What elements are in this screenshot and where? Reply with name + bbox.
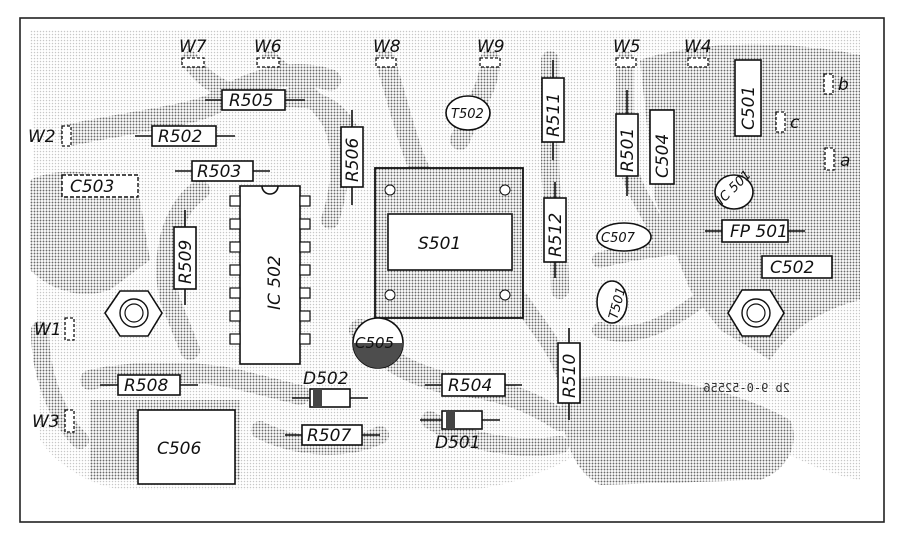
terminal-pads <box>61 57 835 433</box>
terminal-w3: W3 <box>32 412 60 432</box>
label-ic502: IC 502 <box>265 255 285 310</box>
label-fp501: FP 501 <box>730 222 788 242</box>
ic501-chip: IC 501 <box>714 168 754 210</box>
resistor-r507: R507 <box>285 424 380 446</box>
label-c506: C506 <box>157 439 202 459</box>
component-fp501: FP 501 <box>705 219 805 243</box>
terminal-w1: W1 <box>34 320 62 340</box>
terminal-w7: W7 <box>179 37 207 57</box>
terminal-labels: W7 W6 W8 W9 W5 W4 W2 W1 W3 b c a <box>28 37 850 432</box>
label-r503: R503 <box>197 162 241 182</box>
capacitor-c502: C502 <box>761 255 833 279</box>
label-c502: C502 <box>770 258 814 278</box>
resistor-r509: R509 <box>173 210 197 305</box>
resistor-r508: R508 <box>100 374 198 396</box>
label-r502: R502 <box>158 127 202 147</box>
label-c507: C507 <box>601 231 636 246</box>
resistor-r510: R510 <box>557 328 581 420</box>
resistor-r503: R503 <box>175 160 270 182</box>
terminal-w8: W8 <box>373 37 401 57</box>
label-r505: R505 <box>229 91 273 111</box>
terminal-b: b <box>838 75 849 95</box>
capacitor-c507: C507 <box>596 222 652 252</box>
terminal-c: c <box>790 113 800 133</box>
capacitor-c505: C505 <box>352 317 404 369</box>
terminal-w4: W4 <box>684 37 712 57</box>
label-r508: R508 <box>124 376 168 396</box>
label-r507: R507 <box>307 426 351 446</box>
resistor-r512: R512 <box>543 182 567 278</box>
terminal-w6: W6 <box>254 37 282 57</box>
terminal-a: a <box>840 151 850 171</box>
label-d502: D502 <box>303 369 349 389</box>
capacitor-c503: C503 <box>61 174 139 198</box>
label-c503: C503 <box>70 177 114 197</box>
label-r510: R510 <box>560 354 580 398</box>
terminal-w5: W5 <box>613 37 641 57</box>
label-s501: S501 <box>418 234 461 254</box>
resistor-r504: R504 <box>425 373 522 397</box>
label-t502: T502 <box>451 107 484 122</box>
mounting-hole-right <box>727 289 785 337</box>
transistor-t501: T501 <box>596 280 629 324</box>
terminal-w2: W2 <box>28 127 56 147</box>
label-d501: D501 <box>435 433 481 453</box>
label-r504: R504 <box>448 376 492 396</box>
label-r506: R506 <box>343 138 363 182</box>
terminal-w9: W9 <box>477 37 505 57</box>
label-r511: R511 <box>544 93 564 137</box>
board-border <box>19 17 885 523</box>
capacitor-c501: C501 <box>734 59 762 137</box>
resistor-r501: R501 <box>615 90 639 196</box>
label-c505: C505 <box>355 334 394 352</box>
capacitor-c504: C504 <box>649 109 675 185</box>
mounting-hole-left <box>104 290 163 337</box>
ic502-chip: IC 502 <box>229 185 311 365</box>
label-r509: R509 <box>176 240 196 284</box>
resistor-r502: R502 <box>135 125 235 147</box>
label-c504: C504 <box>653 134 673 178</box>
diode-d502: D502 <box>292 369 368 408</box>
resistor-r505: R505 <box>205 89 305 111</box>
resistor-r506: R506 <box>340 110 364 205</box>
relay-s501: S501 <box>374 167 524 319</box>
label-r501: R501 <box>618 128 638 172</box>
board-part-number: 2b 9-0-52556 <box>703 381 790 395</box>
capacitor-c506: C506 <box>137 409 236 485</box>
diode-d501: D501 <box>420 410 500 453</box>
transistor-t502: T502 <box>445 95 491 131</box>
resistor-r511: R511 <box>541 60 565 160</box>
label-r512: R512 <box>546 213 566 257</box>
label-c501: C501 <box>739 86 759 130</box>
